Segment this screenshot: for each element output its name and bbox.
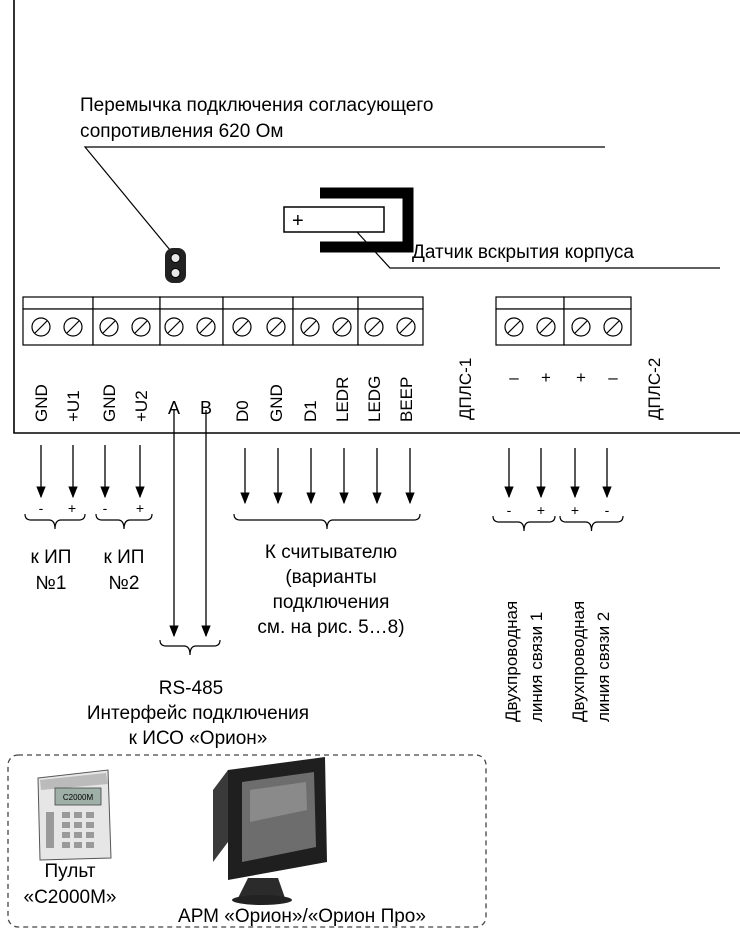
terminal-screw-icon (266, 317, 286, 337)
psu2-minus: - (103, 500, 108, 516)
brace (24, 513, 86, 530)
jumper-label-line2: сопротивления 620 Ом (80, 121, 283, 142)
tamper-plus: + (292, 210, 304, 232)
dpls-polarity-4: – (608, 368, 618, 387)
psu2-label-line2: №2 (109, 573, 140, 594)
monitor-icon (213, 757, 327, 905)
terminal-screw-icon (571, 317, 591, 337)
terminal-screw-icon (232, 317, 252, 337)
brace (95, 513, 153, 530)
terminal-label-ledr-10: LEDR (333, 377, 352, 422)
brace (559, 515, 624, 532)
psu2-plus: + (136, 500, 144, 516)
terminal-screw-icon (31, 317, 51, 337)
terminal-screw-icon (332, 317, 352, 337)
terminal-screw-icon (536, 317, 556, 337)
terminal-screw-icon (196, 317, 216, 337)
dpls2-label: ДПЛС-2 (645, 358, 664, 420)
terminal-block (292, 296, 359, 346)
line2-minus: - (605, 502, 610, 518)
line1-plus: + (537, 502, 545, 518)
dpls-polarity-1: – (509, 368, 519, 387)
terminal-block (222, 296, 294, 346)
equipment-area (7, 754, 487, 928)
terminal-label-gnd-8: GND (267, 384, 286, 422)
terminal-blocks (22, 296, 632, 346)
psu1-plus: + (68, 500, 76, 516)
terminal-block (495, 296, 565, 346)
terminal-label-gnd-3: GND (100, 384, 119, 422)
line2-label-b: линия связи 2 (594, 612, 613, 722)
brace (159, 639, 221, 656)
terminal-screw-icon (364, 317, 384, 337)
terminal-label-b-6: B (200, 398, 212, 418)
jumper (165, 248, 186, 283)
rs485-label-line1: RS-485 (159, 678, 223, 699)
reader-label-line2: (варианты (285, 567, 376, 588)
brace (233, 513, 421, 530)
line2-plus: + (571, 502, 579, 518)
braces (24, 513, 624, 656)
psu2-label-line1: к ИП (104, 547, 145, 568)
console-c2000m-icon: С2000М (37, 769, 112, 861)
terminal-label-gnd-1: GND (32, 384, 51, 422)
terminal-block (159, 296, 224, 346)
reader-label-line1: К считывателю (265, 542, 397, 563)
jumper-leader-line (83, 146, 605, 251)
terminal-screw-icon (504, 317, 524, 337)
terminal-block (563, 296, 632, 346)
terminal-label-u1-2: +U1 (64, 390, 83, 422)
terminal-screw-icon (99, 317, 119, 337)
terminal-block (92, 296, 161, 346)
arm-label: АРМ «Орион»/«Орион Про» (178, 906, 426, 927)
psu1-minus: - (39, 500, 44, 516)
tamper-leader-line (356, 231, 720, 269)
terminal-screw-icon (164, 317, 184, 337)
terminal-label-ledg-11: LEDG (365, 376, 384, 422)
terminal-screw-icon (300, 317, 320, 337)
line1-minus: - (507, 502, 512, 518)
terminal-label-u2-4: +U2 (132, 390, 151, 422)
terminal-block (357, 296, 424, 346)
line1-label-a: Двухпроводная (502, 601, 521, 722)
dpls1-label: ДПЛС-1 (456, 358, 475, 420)
reader-label-line4: см. на рис. 5…8) (257, 617, 404, 638)
jumper-label-line1: Перемычка подключения согласующего (80, 95, 433, 116)
dpls-polarity-2: + (541, 368, 551, 387)
tamper-label: Датчик вскрытия корпуса (412, 242, 634, 263)
terminal-label-d0-7: D0 (233, 400, 252, 422)
rs485-label-line2: Интерфейс подключения (87, 703, 309, 724)
brace (492, 515, 556, 532)
console-label-line2: «С2000М» (24, 887, 117, 908)
terminal-label-a-5: A (168, 398, 180, 418)
terminal-label-beep-12: BEEP (397, 377, 416, 422)
wire-arrows (36, 410, 612, 638)
console-label-line1: Пульт (45, 861, 96, 882)
terminal-block (22, 296, 94, 346)
line2-label-a: Двухпроводная (569, 601, 588, 722)
rs485-label-line3: к ИСО «Орион» (129, 728, 268, 749)
tamper-switch: + (283, 187, 414, 253)
dpls-polarity-3: + (576, 368, 586, 387)
terminal-screw-icon (396, 317, 416, 337)
device-housing (13, 0, 740, 434)
psu1-label-line2: №1 (36, 573, 67, 594)
reader-label-line3: подключения (273, 592, 390, 613)
terminal-screw-icon (63, 317, 83, 337)
terminal-label-d1-9: D1 (301, 400, 320, 422)
terminal-screw-icon (131, 317, 151, 337)
psu1-label-line1: к ИП (31, 547, 72, 568)
terminal-screw-icon (603, 317, 623, 337)
console-screen-text: С2000М (63, 793, 94, 802)
line1-label-b: линия связи 1 (527, 612, 546, 722)
